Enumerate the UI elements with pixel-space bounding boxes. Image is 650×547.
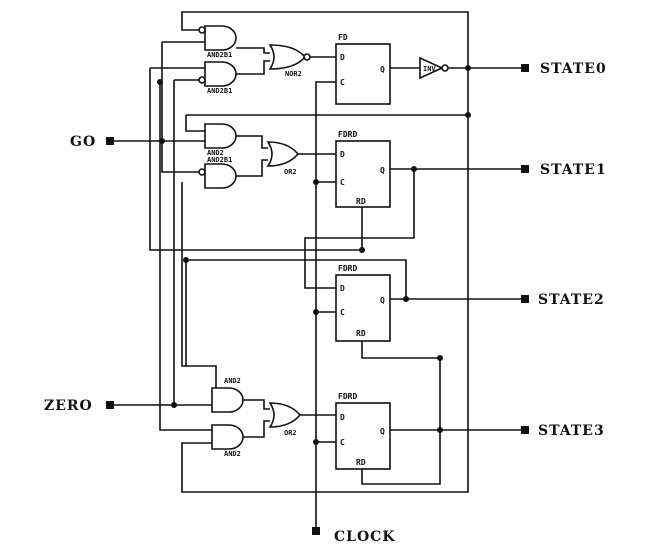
port-go: GO [70,134,114,150]
state1-label: STATE1 [540,162,607,178]
and2b1-gate-second: AND2B1 [198,61,237,95]
and2b1-gate-row2: AND2B1 [198,156,237,189]
fdrd3-q-pin: Q [380,427,385,436]
zero-label: ZERO [44,398,93,414]
port-state2: STATE2 [521,292,605,308]
and2-label-row2: AND2 [207,149,224,157]
inv-label: INV [423,65,436,73]
and2b1-label-second: AND2B1 [207,87,232,95]
fdrd2-c-pin: C [340,308,345,317]
fdrd1-rd-pin: RD [356,197,366,206]
wires [112,11,522,530]
flipflop-fdrd-2: FDRD D Q C RD [335,264,391,342]
state0-label: STATE0 [540,61,607,77]
state2-label: STATE2 [538,292,605,308]
flipflop-fdrd-3: FDRD D Q C RD [335,392,391,470]
flipflop-fdrd-1: FDRD D Q C RD [335,130,391,208]
and2-label-bottom-b: AND2 [224,450,241,458]
fdrd3-rd-pin: RD [356,458,366,467]
port-state0: STATE0 [521,61,607,77]
and2-gate-row2: AND2 [204,123,237,157]
or2-label-row2: OR2 [284,168,297,176]
port-state1: STATE1 [521,162,607,178]
and2b1-gate-top: AND2B1 [198,25,237,59]
nor2-label: NOR2 [285,70,302,78]
fdrd1-c-pin: C [340,178,345,187]
fdrd1-q-pin: Q [380,166,385,175]
fdrd3-type-label: FDRD [338,392,357,401]
and2b1-label-top: AND2B1 [207,51,232,59]
fdrd1-type-label: FDRD [338,130,357,139]
or2-gate-row2: OR2 [266,141,300,176]
or2-gate-bottom: OR2 [268,402,302,437]
fdrd2-q-pin: Q [380,296,385,305]
fdrd2-rd-pin: RD [356,329,366,338]
fdrd3-c-pin: C [340,438,345,447]
go-label: GO [70,134,96,150]
and2-gate-bottom-a: AND2 [211,377,244,413]
port-zero: ZERO [44,398,114,414]
and2b1-label-row2: AND2B1 [207,156,232,164]
clock-label: CLOCK [334,529,396,545]
inverter-gate: INV [419,56,449,80]
fdrd2-type-label: FDRD [338,264,357,273]
junction-dots [157,65,471,445]
and2-label-bottom-a: AND2 [224,377,241,385]
fd-d-pin: D [340,53,345,62]
port-clock: CLOCK [312,527,396,545]
port-state3: STATE3 [521,423,605,439]
fd-c-pin: C [340,78,345,87]
or2-label-bottom: OR2 [284,429,297,437]
fdrd3-d-pin: D [340,413,345,422]
state3-label: STATE3 [538,423,605,439]
fdrd1-d-pin: D [340,150,345,159]
fdrd2-d-pin: D [340,284,345,293]
and2-gate-bottom-b: AND2 [211,424,244,458]
nor2-gate: NOR2 [268,44,311,78]
fd-type-label: FD [338,33,348,42]
flipflop-fd: FD D Q C [335,33,391,105]
fd-q-pin: Q [380,65,385,74]
